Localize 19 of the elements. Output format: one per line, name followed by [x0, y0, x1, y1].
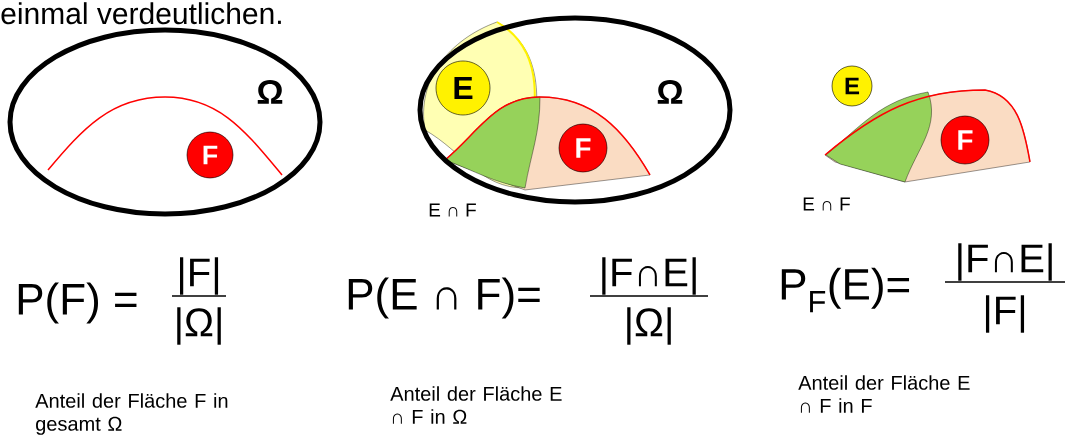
text-label: E ∩ F — [803, 197, 850, 211]
text-label: P(F) = — [18, 282, 137, 324]
text-label: P$_{F}$(E)= — [781, 267, 910, 313]
ellipse-outline — [417, 15, 733, 205]
text-label: einmal verdeutlichen. — [1, 2, 281, 25]
text-label: |F∩E| — [602, 257, 696, 295]
text-label: |Ω| — [627, 307, 671, 345]
text-label: Ω — [257, 80, 283, 104]
text-label: |F∩E| — [958, 243, 1052, 281]
text-label: Anteil der Fläche F in gesamt Ω — [35, 393, 228, 435]
text-label: Anteil der Fläche E ∩ F in F — [798, 375, 970, 413]
ellipse-outline — [7, 27, 323, 217]
text-label: Ω — [657, 80, 683, 104]
text-label: |F| — [985, 295, 1025, 333]
text-label: |F| — [180, 257, 219, 295]
text-label: Anteil der Fläche E ∩ F in Ω — [390, 386, 562, 424]
text-label: P(E ∩ F)= — [348, 277, 540, 319]
text-label: E ∩ F — [429, 203, 476, 217]
text-label: |Ω| — [177, 307, 221, 345]
